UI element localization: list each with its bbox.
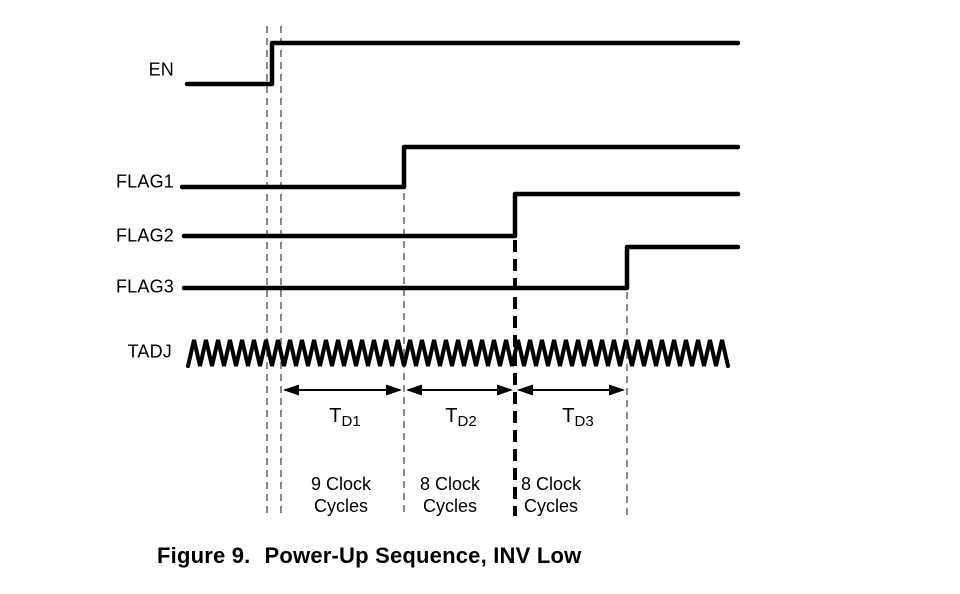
arrow-td2-head-right: [497, 384, 513, 396]
timing-label-td3: TD3: [562, 405, 594, 430]
cycles-td3-line2: Cycles: [523, 496, 578, 516]
cycles-td1-line1: 9 Clock: [310, 474, 372, 494]
arrow-td1: [283, 384, 402, 396]
timing-label-td3-main: T: [562, 405, 575, 427]
timing-label-td3-subscript: D3: [574, 413, 594, 430]
arrow-td2: [406, 384, 513, 396]
cycles-td2-line1: 8 Clock: [419, 474, 481, 494]
figure-title: Power-Up Sequence, INV Low: [264, 543, 582, 568]
clock-waveform-group: [186, 339, 730, 368]
timing-label-td2-main: T: [445, 405, 458, 427]
guide-lines-group: [266, 26, 628, 516]
cycles-td3-line1: 8 Clock: [520, 474, 582, 494]
signal-label-tadj: TADJ: [127, 341, 172, 362]
arrow-td1-head-right: [386, 384, 402, 396]
arrow-td3-head-right: [609, 384, 625, 396]
timing-label-td1-subscript: D1: [341, 413, 361, 430]
timing-label-td1: TD1: [329, 405, 361, 430]
signal-label-flag2: FLAG2: [115, 225, 174, 246]
timing-label-td1-main: T: [329, 405, 342, 427]
arrow-td3-head-left: [517, 384, 533, 396]
signal-trace-flag3: [181, 244, 741, 291]
clock-waveform-tadj: [186, 339, 730, 368]
timing-label-td2: TD2: [445, 405, 477, 430]
arrow-td2-head-left: [406, 384, 422, 396]
signal-trace-flag2: [181, 191, 741, 239]
delay-arrows-group: [283, 384, 625, 396]
figure-number: Figure 9.: [157, 543, 251, 568]
signal-trace-flag1: [179, 144, 741, 190]
signal-label-en: EN: [148, 59, 174, 80]
cycles-td2-line2: Cycles: [422, 496, 477, 516]
cycles-td1-line2: Cycles: [313, 496, 368, 516]
arrow-td1-head-left: [283, 384, 299, 396]
signal-label-flag1: FLAG1: [115, 171, 174, 192]
figure-caption: Figure 9. Power-Up Sequence, INV Low: [157, 543, 581, 569]
arrow-td3: [517, 384, 625, 396]
timing-label-td2-subscript: D2: [457, 413, 477, 430]
signal-trace-en: [184, 40, 741, 87]
signal-traces-group: [179, 40, 741, 291]
signal-label-flag3: FLAG3: [115, 276, 174, 297]
